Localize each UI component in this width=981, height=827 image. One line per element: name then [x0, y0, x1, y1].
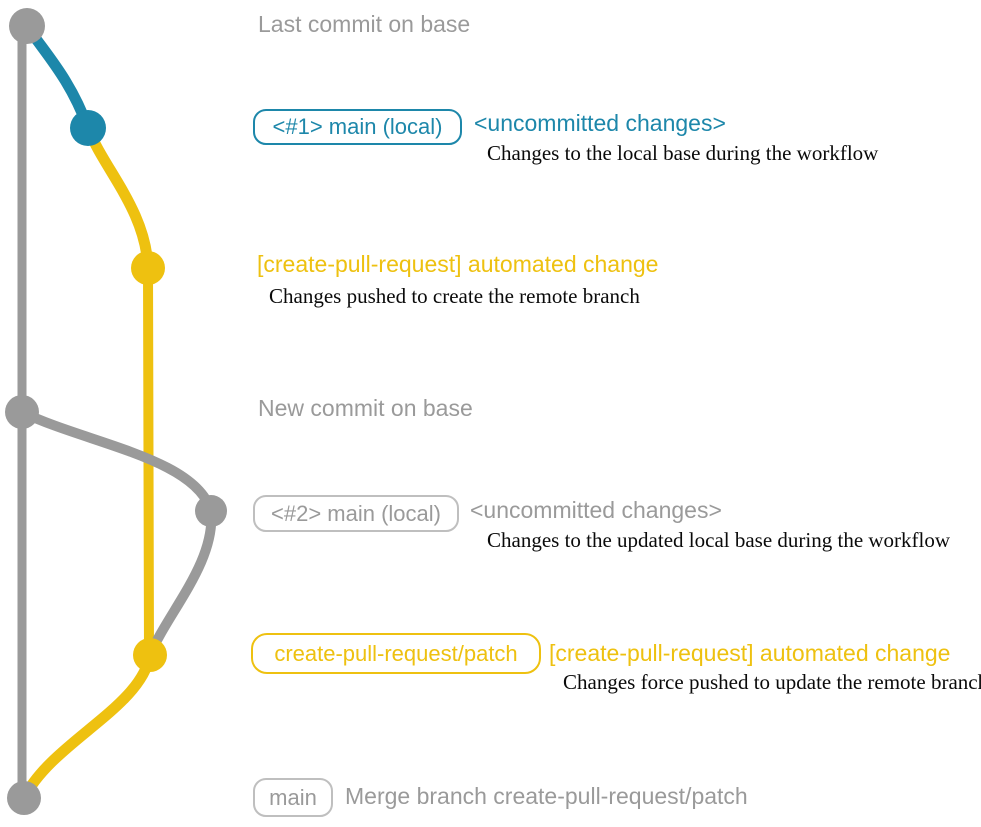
caption-force-pushed: Changes force pushed to update the remot…	[563, 670, 981, 694]
branch-badge-main-local-2-label: <#2> main (local)	[271, 500, 441, 526]
new-commit-label: New commit on base	[258, 395, 473, 421]
rebase-curve-out	[17, 407, 216, 516]
commit-dot-main-local-1	[70, 110, 106, 146]
branch-badge-patch-label: create-pull-request/patch	[274, 640, 518, 666]
caption-updated-base: Changes to the updated local base during…	[487, 528, 951, 552]
commit-dot-last-base	[9, 8, 45, 44]
merge-curve	[18, 649, 156, 804]
commit-message-automated-1: [create-pull-request] automated change	[257, 251, 659, 277]
commit-dot-automated-change-1	[131, 251, 165, 285]
commit-message-uncommitted-1: <uncommitted changes>	[474, 110, 726, 136]
branch-badge-main-local-1-label: <#1> main (local)	[272, 114, 443, 139]
commit-message-automated-2: [create-pull-request] automated change	[549, 640, 951, 666]
branch-badge-main-local-1: <#1> main (local)	[253, 109, 462, 145]
commit-message-uncommitted-2: <uncommitted changes>	[470, 497, 722, 523]
commit-dot-new-base	[5, 395, 39, 429]
branch-badge-main: main	[253, 778, 333, 817]
rebase-curve-in	[145, 506, 217, 660]
last-commit-label: Last commit on base	[258, 11, 471, 37]
commit-dot-merge	[7, 781, 41, 815]
commit-dot-main-local-2	[195, 495, 227, 527]
patch-branch-curve-top	[82, 122, 154, 274]
commit-dot-automated-change-2	[133, 638, 167, 672]
git-graph	[5, 8, 227, 815]
caption-local-base: Changes to the local base during the wor…	[487, 141, 879, 165]
commit-message-merge: Merge branch create-pull-request/patch	[345, 783, 748, 809]
caption-pushed-create: Changes pushed to create the remote bran…	[269, 284, 640, 308]
branch-badge-main-label: main	[269, 784, 317, 810]
branch-badge-patch: create-pull-request/patch	[251, 633, 541, 674]
branch-badge-main-local-2: <#2> main (local)	[253, 495, 459, 532]
